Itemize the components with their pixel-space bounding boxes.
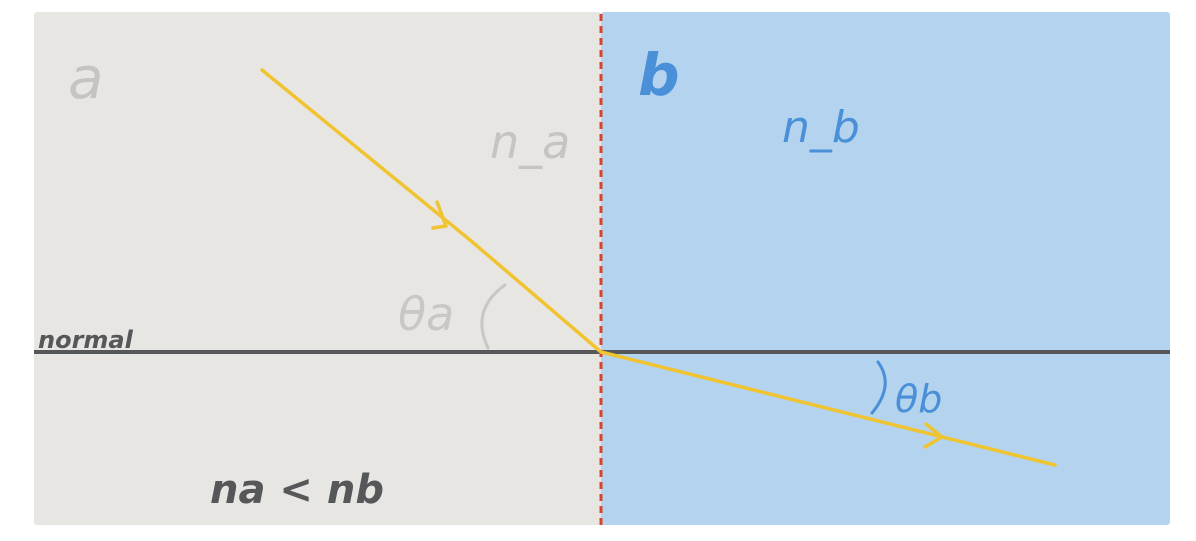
medium-b-region: [601, 12, 1170, 525]
medium-a-region: [34, 12, 601, 525]
refracted-ray: [599, 350, 1057, 467]
angle-b-arc: [870, 360, 887, 415]
angle-a-label: θa: [398, 287, 454, 341]
region-b-label: b: [638, 41, 680, 109]
index-b-label: n_b: [782, 102, 860, 153]
angle-a-arc: [480, 283, 507, 350]
normal-label: normal: [38, 326, 134, 354]
index-a-label: n_a: [490, 115, 570, 169]
region-a-label: a: [68, 44, 104, 112]
refracted-ray-arrowhead: [923, 422, 944, 449]
relation-label: na < nb: [210, 467, 384, 513]
incident-ray-arrowhead: [431, 200, 448, 230]
angle-b-label: θb: [895, 377, 942, 421]
incident-ray: [260, 68, 603, 354]
